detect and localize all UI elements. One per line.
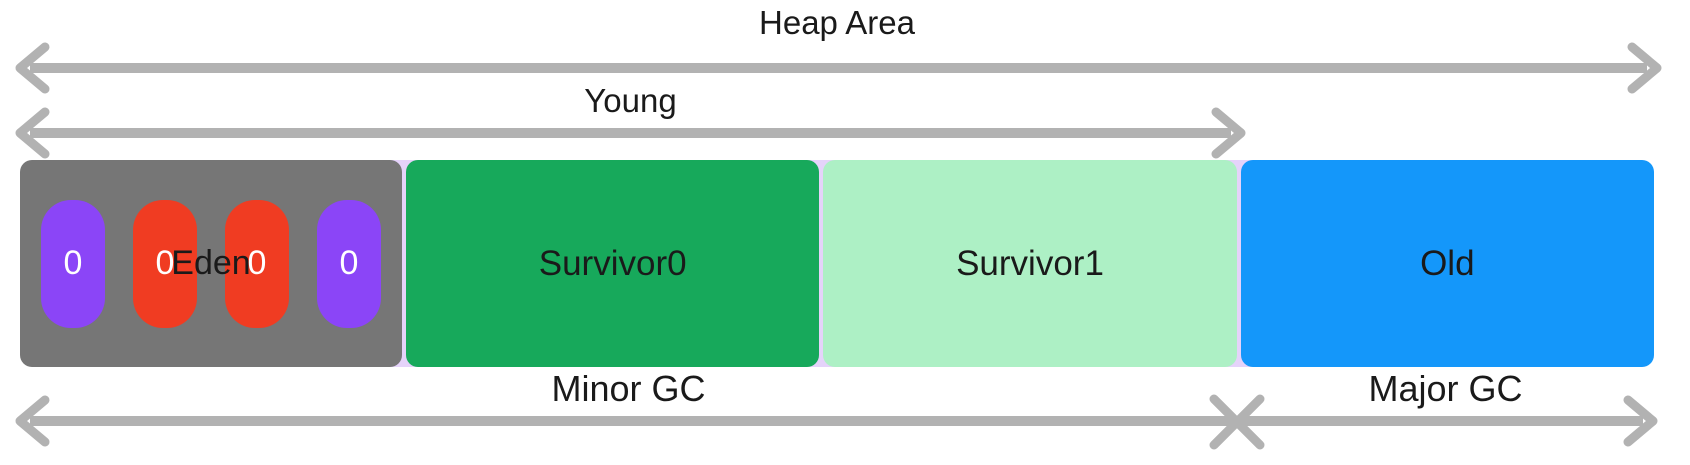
old-region: Old: [1240, 160, 1654, 367]
eden-slot: 0: [133, 199, 197, 328]
gc-span-arrow: [15, 394, 1658, 450]
gc-span-arrow-left-arrowhead-icon: [15, 395, 50, 447]
survivor1-region: Survivor1: [823, 160, 1237, 367]
eden-region: Eden 0 0 0 0: [20, 160, 402, 367]
young-arrow-right-arrowhead-icon: [1211, 107, 1246, 159]
young-label: Young: [584, 82, 677, 119]
young-arrow: [15, 107, 1246, 159]
cross-stroke: [1209, 394, 1265, 450]
minor-gc-label: Minor GC: [551, 368, 706, 409]
survivor1-label: Survivor1: [956, 243, 1104, 283]
heap-area-arrow-right-arrowhead-icon: [1627, 42, 1662, 94]
heap-area-arrow-left-arrowhead-icon: [15, 42, 50, 94]
eden-slot: 0: [225, 199, 289, 328]
heap-area-label: Heap Area: [759, 4, 915, 41]
heap-regions-row: Eden 0 0 0 0 Survivor0 Survivor1 Old: [20, 160, 1654, 367]
major-gc-label: Major GC: [1368, 368, 1523, 409]
survivor0-region: Survivor0: [406, 160, 820, 367]
old-label: Old: [1420, 243, 1475, 283]
gc-boundary-cross-icon: [1209, 394, 1265, 450]
gc-span-arrow-right-arrowhead-icon: [1623, 395, 1658, 447]
young-arrow-left-arrowhead-icon: [15, 107, 50, 159]
eden-slot: 0: [317, 199, 381, 328]
survivor0-label: Survivor0: [538, 243, 687, 283]
eden-slot: 0: [41, 199, 105, 328]
heap-area-arrow: [15, 42, 1662, 94]
